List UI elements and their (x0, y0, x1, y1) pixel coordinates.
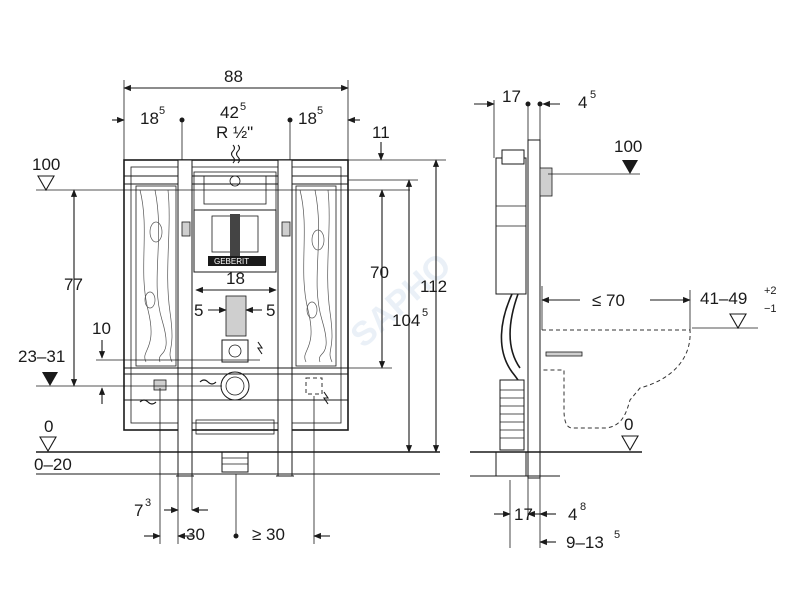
svg-text:5: 5 (422, 307, 428, 319)
dim-height-77: 77 (64, 275, 83, 294)
svg-text:5: 5 (317, 105, 323, 117)
level-zero: 0 (44, 417, 53, 436)
dim-inner-5-left: 5 (194, 301, 203, 320)
watermark: SAPHO (343, 246, 458, 355)
dim-bottom-7: 7 (134, 501, 143, 520)
dim-gap-10: 10 (92, 319, 111, 338)
side-reach: ≤ 70 (592, 291, 625, 310)
side-toilet-bowl (542, 329, 691, 429)
wood-panel-left (135, 185, 177, 367)
dim-range-23-31: 23–31 (18, 347, 65, 366)
left-leg (177, 159, 193, 477)
svg-text:−1: −1 (764, 303, 777, 315)
svg-text:+2: +2 (764, 285, 777, 297)
dim-bottom-30: 30 (186, 525, 205, 544)
dim-inner-5-right: 5 (266, 301, 275, 320)
svg-text:5: 5 (614, 529, 620, 541)
side-frame (527, 139, 541, 479)
side-bottom-17: 17 (514, 505, 533, 524)
side-level-zero: 0 (624, 415, 633, 434)
side-dim-4: 4 (578, 93, 587, 112)
svg-text:5: 5 (240, 101, 246, 113)
waste-pipe (220, 295, 250, 473)
dim-center: 42 (220, 103, 239, 122)
dim-height-70: 70 (370, 263, 389, 282)
frame-inner (130, 166, 342, 424)
svg-text:8: 8 (580, 501, 586, 513)
frame-outline (123, 159, 349, 431)
dim-top-offset: 11 (372, 123, 390, 142)
side-seat-height: 41–49 (700, 289, 747, 308)
side-view: 17 4 5 100 ≤ 70 41–49 +2 −1 0 17 4 8 (470, 87, 777, 552)
side-dim-17: 17 (502, 87, 521, 106)
level-top: 100 (32, 155, 60, 174)
dim-width-total: 88 (224, 67, 243, 86)
thread-label: R ½" (216, 123, 253, 142)
dim-height-104: 104 (392, 311, 420, 330)
right-leg (277, 159, 293, 477)
brand-label: GEBERIT (214, 257, 249, 266)
side-bottom-range: 9–13 (566, 533, 604, 552)
dim-side-left: 18 (140, 109, 159, 128)
dim-bottom-min30: ≥ 30 (252, 525, 285, 544)
dim-height-112: 112 (420, 277, 447, 296)
svg-text:5: 5 (159, 105, 165, 117)
floor-range: 0–20 (34, 455, 72, 474)
side-level-top: 100 (614, 137, 642, 156)
front-view: GEBERIT (18, 67, 447, 544)
dim-side-right: 18 (298, 109, 317, 128)
svg-text:SAPHO: SAPHO (343, 246, 458, 355)
side-flush-pipe (495, 379, 527, 477)
svg-text:5: 5 (590, 89, 596, 101)
svg-text:3: 3 (145, 497, 151, 509)
wood-panel-right (295, 185, 337, 367)
cistern: GEBERIT (193, 171, 277, 273)
dim-inner-18: 18 (226, 269, 245, 288)
side-bottom-4: 4 (568, 505, 577, 524)
